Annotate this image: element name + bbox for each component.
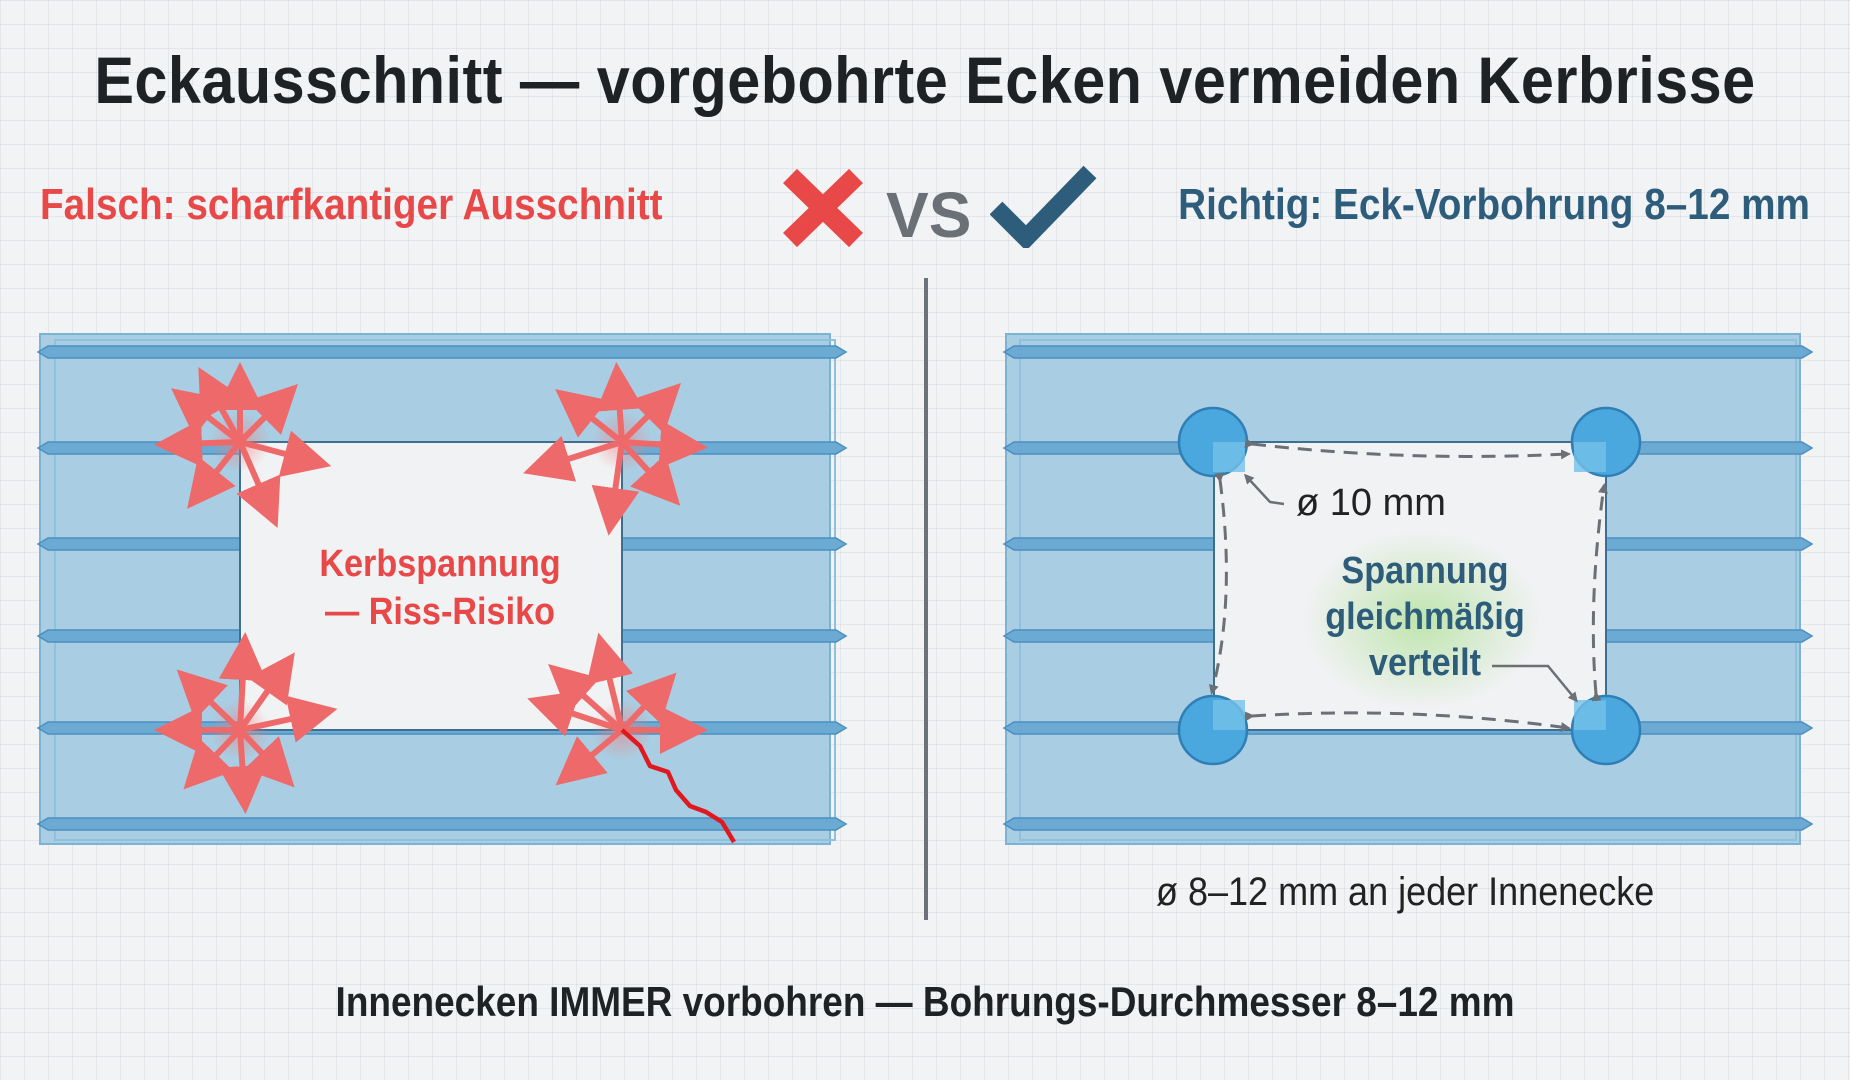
cross-icon	[783, 168, 863, 248]
center-divider	[924, 278, 928, 920]
stress-distributed-line3: verteilt	[1368, 642, 1482, 684]
stress-arrows-bottom-left	[154, 632, 338, 814]
hole-diameter-label: ø 10 mm	[1296, 482, 1446, 524]
right-heading: Richtig: Eck-Vorbohrung 8–12 mm	[1178, 180, 1810, 229]
stress-glow	[1302, 530, 1542, 710]
drill-hole-bottom-left	[1177, 694, 1249, 766]
drill-hole-top-left	[1177, 406, 1249, 478]
checkmark-icon	[990, 165, 1097, 248]
wrong-heading: Falsch: scharfkantiger Ausschnitt	[40, 180, 663, 229]
leader-lines	[1243, 473, 1578, 703]
stress-distributed-label: Spannung gleichmäßig verteilt	[1295, 548, 1556, 686]
vs-label: VS	[886, 179, 972, 251]
stress-distributed-line2: gleichmäßig	[1325, 596, 1525, 638]
footer-note: Innenecken IMMER vorbohren — Bohrungs-Du…	[335, 978, 1515, 1025]
stress-arrows-top-right	[523, 362, 708, 536]
stress-distributed-line1: Spannung	[1341, 550, 1509, 592]
drill-hole-bottom-right	[1570, 694, 1642, 766]
stress-flow-arrows	[1208, 438, 1608, 732]
stress-arrows-top-left	[154, 362, 332, 528]
page-title: Eckausschnitt — vorgebohrte Ecken vermei…	[94, 43, 1756, 117]
notch-stress-line1: Kerbspannung	[319, 543, 561, 585]
drill-hole-top-right	[1570, 406, 1642, 478]
notch-stress-label: Kerbspannung — Riss-Risiko	[260, 540, 620, 636]
right-caption: ø 8–12 mm an jeder Innenecke	[1156, 870, 1655, 914]
wrong-panel	[36, 333, 848, 845]
notch-stress-line2: — Riss-Risiko	[325, 591, 555, 633]
crack-line	[620, 728, 736, 844]
right-panel	[1002, 333, 1814, 845]
